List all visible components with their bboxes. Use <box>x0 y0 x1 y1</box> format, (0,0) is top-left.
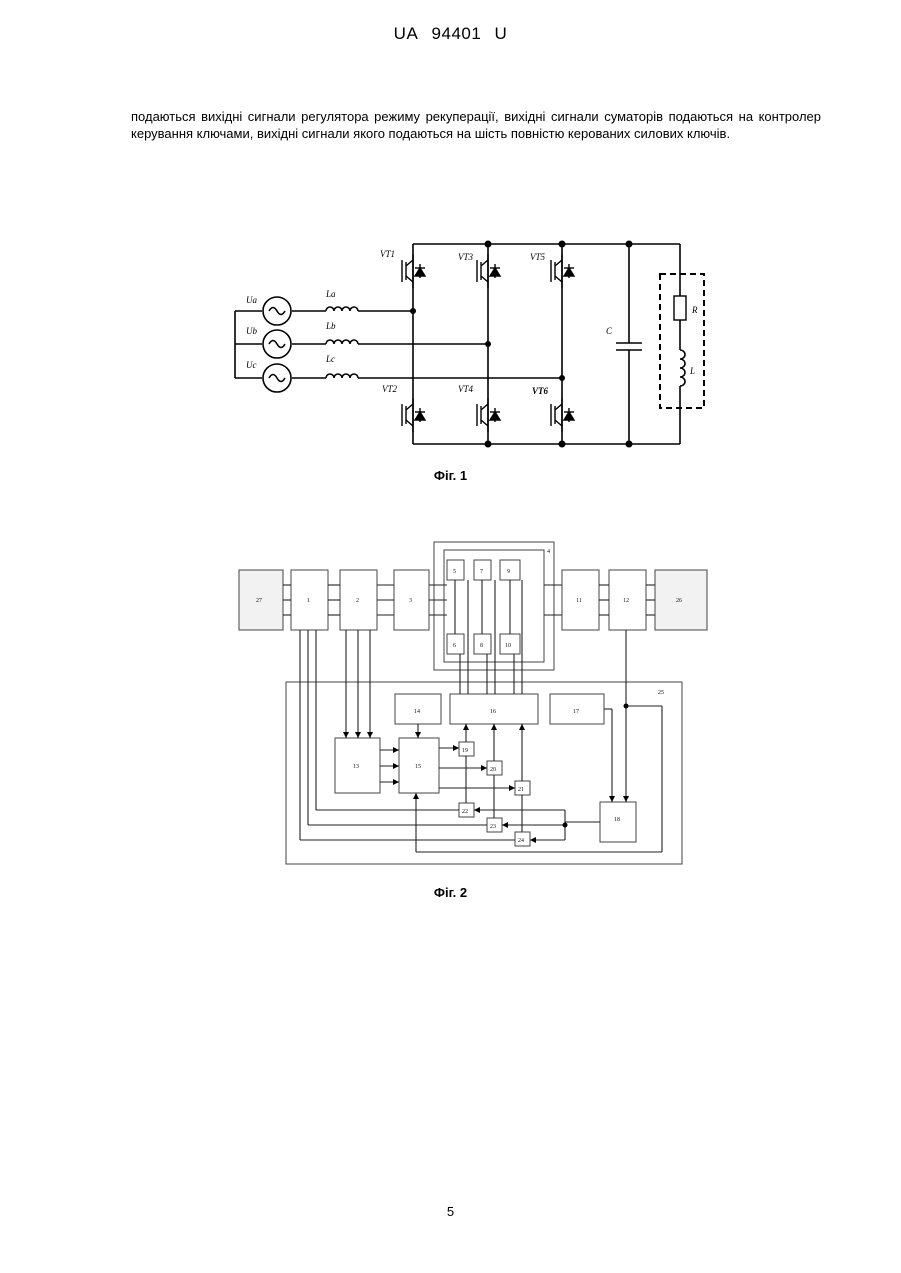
block-16: 16 <box>490 709 496 715</box>
block-18: 18 <box>614 817 620 823</box>
block-25: 25 <box>658 690 664 696</box>
block-20: 20 <box>490 767 496 773</box>
block-19: 19 <box>462 748 468 754</box>
block-7: 7 <box>480 569 483 575</box>
block-26: 26 <box>676 598 682 604</box>
block-11: 11 <box>576 598 582 604</box>
block-21: 21 <box>518 787 524 793</box>
block-2: 2 <box>356 598 359 604</box>
block-27: 27 <box>256 598 262 604</box>
block-23: 23 <box>490 824 496 830</box>
block-3: 3 <box>409 598 412 604</box>
block-17: 17 <box>573 709 579 715</box>
block-1: 1 <box>307 598 310 604</box>
figure-2-caption: Фіг. 2 <box>0 885 901 900</box>
block-8: 8 <box>480 643 483 649</box>
block-4: 4 <box>547 549 550 555</box>
block-24: 24 <box>518 838 524 844</box>
block-10: 10 <box>505 643 511 649</box>
block-5: 5 <box>453 569 456 575</box>
block-12: 12 <box>623 598 629 604</box>
block-15: 15 <box>415 764 421 770</box>
block-14: 14 <box>414 709 420 715</box>
block-9: 9 <box>507 569 510 575</box>
page-number: 5 <box>0 1204 901 1219</box>
block-6: 6 <box>453 643 456 649</box>
block-13: 13 <box>353 764 359 770</box>
block-22: 22 <box>462 809 468 815</box>
